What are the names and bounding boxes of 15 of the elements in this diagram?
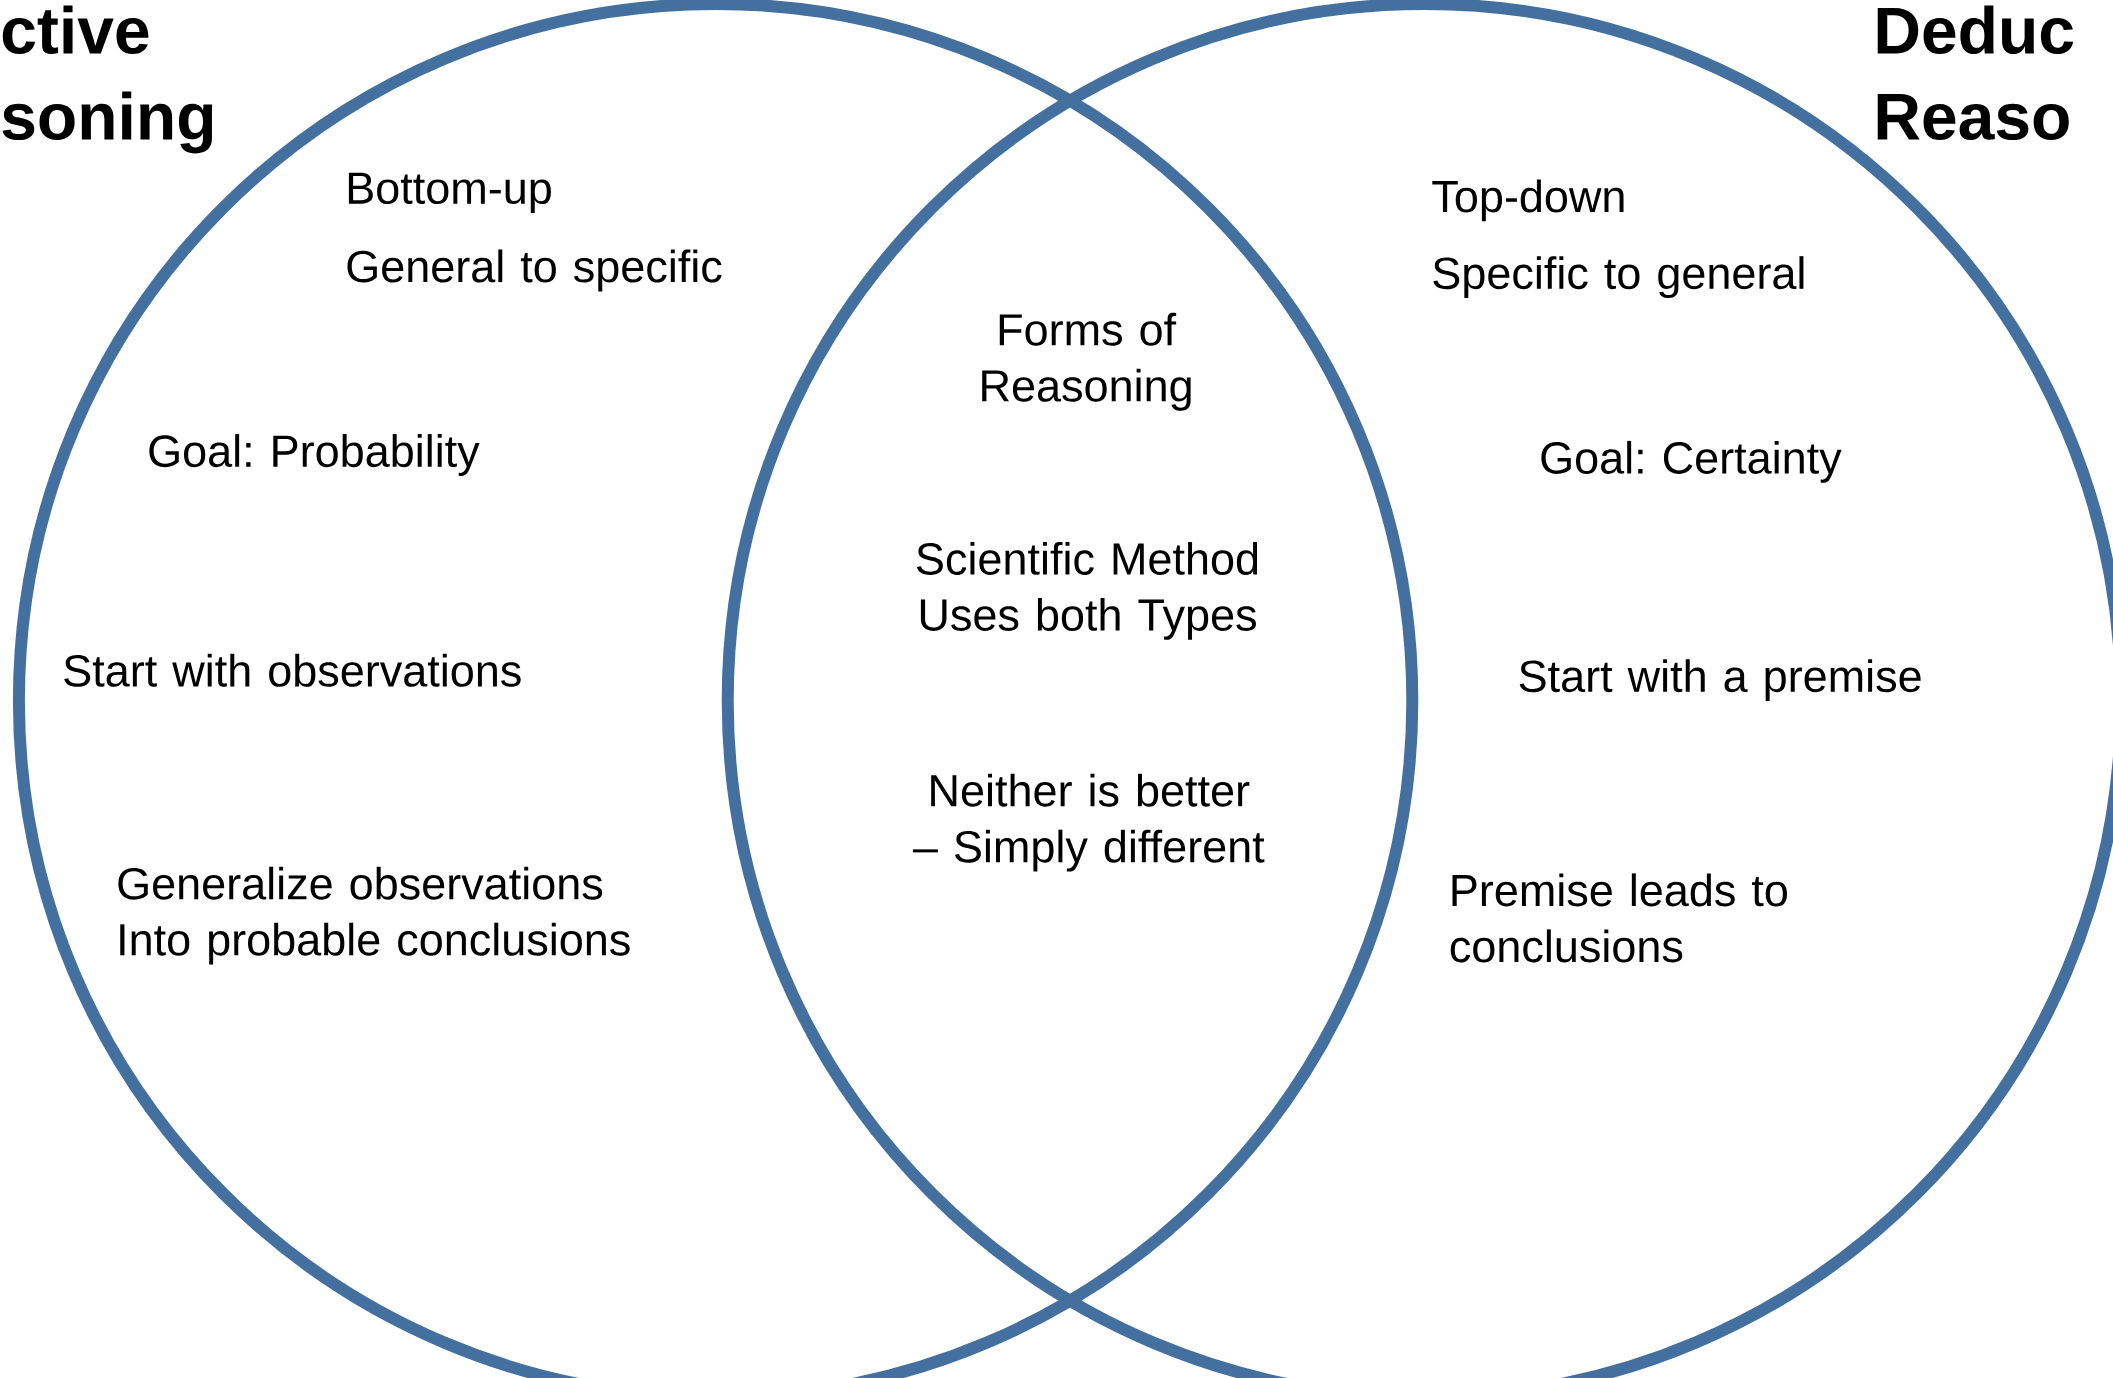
circle-text: Generalize observations Into probable conclusions xyxy=(118,866,630,965)
circle-text: General to specific xyxy=(347,249,722,292)
circle-text: Goal: Certainty xyxy=(1541,440,1842,483)
circle-heading: Deduc Reaso xyxy=(1877,5,2074,141)
circle-text: Premise leads to conclusions xyxy=(1450,873,1787,963)
circle-text: Bottom-up xyxy=(348,172,551,213)
circle-text: Start with observations xyxy=(64,653,521,687)
overlap-text: Neither is better – Simply different xyxy=(912,773,1265,872)
circle-heading: ctive soning xyxy=(2,5,213,154)
circle-text: Top-down xyxy=(1432,179,1624,222)
circle-text: Goal: Probability xyxy=(149,434,480,476)
circle-text: Specific to general xyxy=(1433,256,1804,299)
overlap-text: Scientific Method Uses both Types xyxy=(916,541,1258,640)
circle-text: Start with a premise xyxy=(1519,659,1921,702)
overlap-text: Forms of Reasoning xyxy=(982,312,1191,411)
